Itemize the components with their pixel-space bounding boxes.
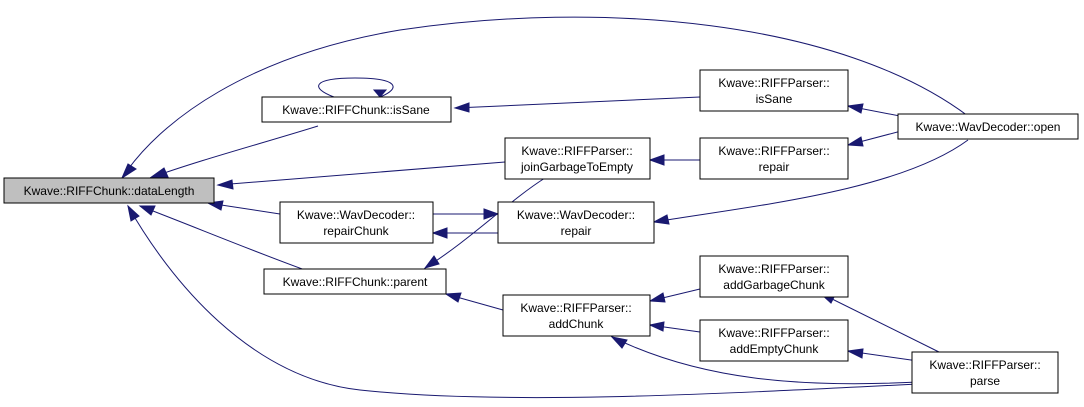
node-box [699,255,849,298]
arrowhead-joingarbage-to-datalength [216,179,234,190]
node-label-line-1: Kwave::RIFFChunk::isSane [282,103,430,117]
arrowhead-open-to-datalength [120,163,137,180]
node-label-line-2: isSane [756,92,793,106]
edge-parse-to-addgarbage [819,292,946,356]
edge-parse-to-addchunk [611,336,919,385]
node-riffparser-addemptychunk[interactable]: Kwave::RIFFParser:: addEmptyChunk [699,319,849,362]
node-datalength[interactable]: Kwave::RIFFChunk::dataLength [3,177,215,204]
edge-open-to-wdrepair [653,139,969,223]
node-wavdecoder-repairchunk[interactable]: Kwave::WavDecoder:: repairChunk [279,201,434,244]
arrowhead-open-to-parserrepair [846,136,864,147]
arrowhead-wdrepair-to-repairchunk [431,227,448,239]
edge-parse-to-datalength [127,205,919,399]
node-label-line-2: addEmptyChunk [730,342,820,356]
node-label-line-1: Kwave::WavDecoder:: [517,208,635,222]
node-box [699,137,849,180]
node-label-line-2: repair [759,160,790,174]
arrowhead-addempty-to-addchunk [648,321,665,332]
node-label-line-1: Kwave::RIFFParser:: [718,262,829,276]
node-label-line-2: repairChunk [323,224,389,238]
arrowhead-open-to-parserissane [846,103,864,114]
node-label-line-1: Kwave::RIFFParser:: [718,76,829,90]
node-box [699,319,849,362]
node-riffparser-issane[interactable]: Kwave::RIFFParser:: isSane [699,69,849,112]
node-label-line-2: joinGarbageToEmpty [520,160,633,174]
node-label-line-1: Kwave::RIFFParser:: [520,301,631,315]
node-riffparser-parse[interactable]: Kwave::RIFFParser:: parse [911,351,1059,394]
arrowhead-open-to-wdrepair [652,214,670,225]
edge-joingarbage-to-datalength [217,161,506,186]
edge-parent-to-datalength [139,205,306,271]
node-label-line-1: Kwave::RIFFParser:: [718,144,829,158]
arrowhead-parse-to-datalength [127,204,140,222]
node-label-line-1: Kwave::WavDecoder::open [916,120,1061,134]
graph-nodes: Kwave::RIFFChunk::dataLength Kwave::RIFF… [3,69,1079,394]
edge-parserissane-to-issane [454,96,701,109]
node-box [3,177,215,204]
node-box [261,96,452,123]
node-box [897,113,1079,140]
arrowhead-repairchunk-to-wdrepair [483,208,500,220]
arrowhead-issane-self-loop [372,89,388,98]
node-riffparser-repair[interactable]: Kwave::RIFFParser:: repair [699,137,849,180]
node-label-line-2: parse [970,374,1000,388]
node-label-line-2: addGarbageChunk [723,278,825,292]
node-box [279,201,434,244]
arrowhead-parse-to-addchunk [610,336,628,349]
arrowhead-addgarbage-to-addchunk [648,292,666,303]
node-label-line-1: Kwave::RIFFParser:: [521,144,632,158]
node-riffchunk-issane[interactable]: Kwave::RIFFChunk::isSane [261,96,452,123]
arrowhead-joingarbage-to-parent [423,255,440,269]
node-label-line-1: Kwave::RIFFChunk::dataLength [24,184,195,198]
node-wavdecoder-repair[interactable]: Kwave::WavDecoder:: repair [497,201,655,244]
node-riffparser-addgarbagechunk[interactable]: Kwave::RIFFParser:: addGarbageChunk [699,255,849,298]
node-label-line-2: addChunk [549,317,605,331]
node-box [497,201,655,244]
node-label-line-1: Kwave::RIFFParser:: [929,358,1040,372]
node-label-line-2: repair [561,224,592,238]
node-box [911,351,1059,394]
arrowhead-parserrepair-to-joingarbage [648,154,665,166]
edge-issane-to-datalength [149,125,319,179]
node-box [502,294,651,337]
node-box [504,137,651,180]
arrowhead-issane-to-datalength [148,167,169,179]
node-label-line-1: Kwave::RIFFChunk::parent [283,275,428,289]
arrowhead-parserissane-to-issane [453,102,470,113]
arrowhead-parent-to-datalength [138,205,156,216]
node-box [699,69,849,112]
edge-joingarbage-to-parent [424,177,546,269]
node-wavdecoder-open[interactable]: Kwave::WavDecoder::open [897,113,1079,140]
arrowhead-addchunk-to-parent [444,292,462,303]
node-riffparser-addchunk[interactable]: Kwave::RIFFParser:: addChunk [502,294,651,337]
node-label-line-1: Kwave::RIFFParser:: [718,326,829,340]
node-box [263,268,447,295]
node-riffparser-joingarbagetoempty[interactable]: Kwave::RIFFParser:: joinGarbageToEmpty [504,137,651,180]
node-label-line-1: Kwave::WavDecoder:: [297,208,415,222]
arrowhead-parse-to-addempty [846,348,864,359]
edge-issane-self-loop [318,77,394,98]
node-riffchunk-parent[interactable]: Kwave::RIFFChunk::parent [263,268,447,295]
graph-arrowheads [120,89,864,359]
edge-open-to-datalength [121,16,969,179]
